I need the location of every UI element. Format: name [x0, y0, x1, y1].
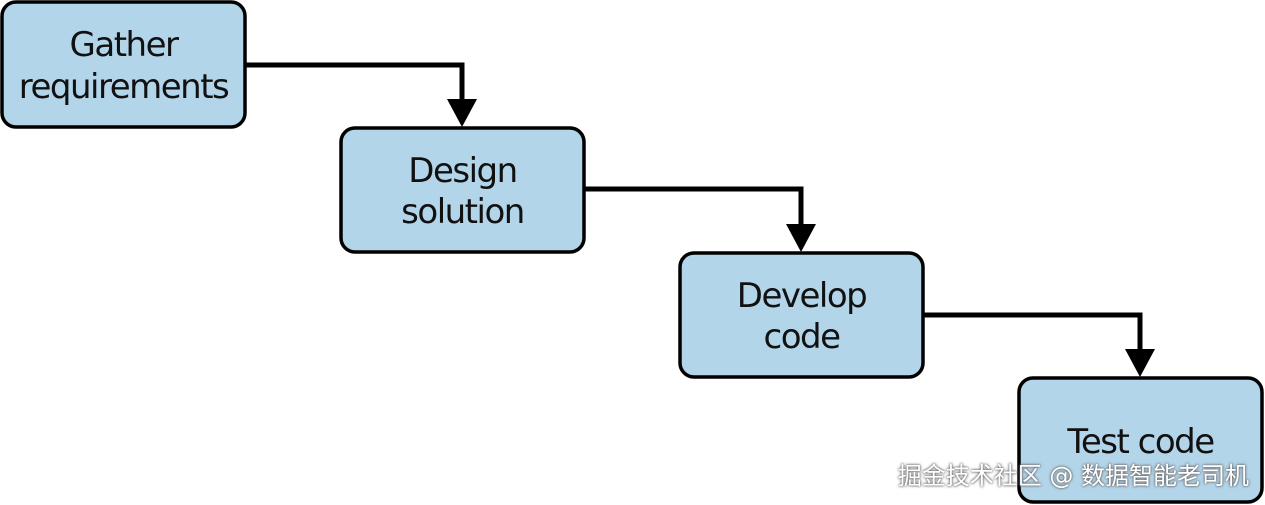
- step-box-develop-code: Develop code: [678, 251, 925, 379]
- step-label-line: solution: [401, 192, 524, 232]
- step-box-design-solution: Design solution: [339, 126, 586, 254]
- step-label-line: requirements: [19, 67, 229, 107]
- step-label-line: Develop: [737, 276, 866, 316]
- connector-design-develop: [585, 186, 816, 252]
- step-label-line: code: [764, 317, 841, 357]
- step-label-line: Gather: [70, 25, 179, 65]
- connector-gather-design: [246, 62, 477, 127]
- watermark-text: 掘金技术社区 @ 数据智能老司机: [897, 462, 1249, 490]
- step-label-line: Design: [408, 151, 516, 191]
- step-label-line: Test code: [1066, 422, 1214, 462]
- step-box-test-code: Test code: [1017, 376, 1264, 504]
- connector-develop-test: [923, 312, 1155, 377]
- step-box-gather-requirements: Gather requirements: [0, 0, 247, 129]
